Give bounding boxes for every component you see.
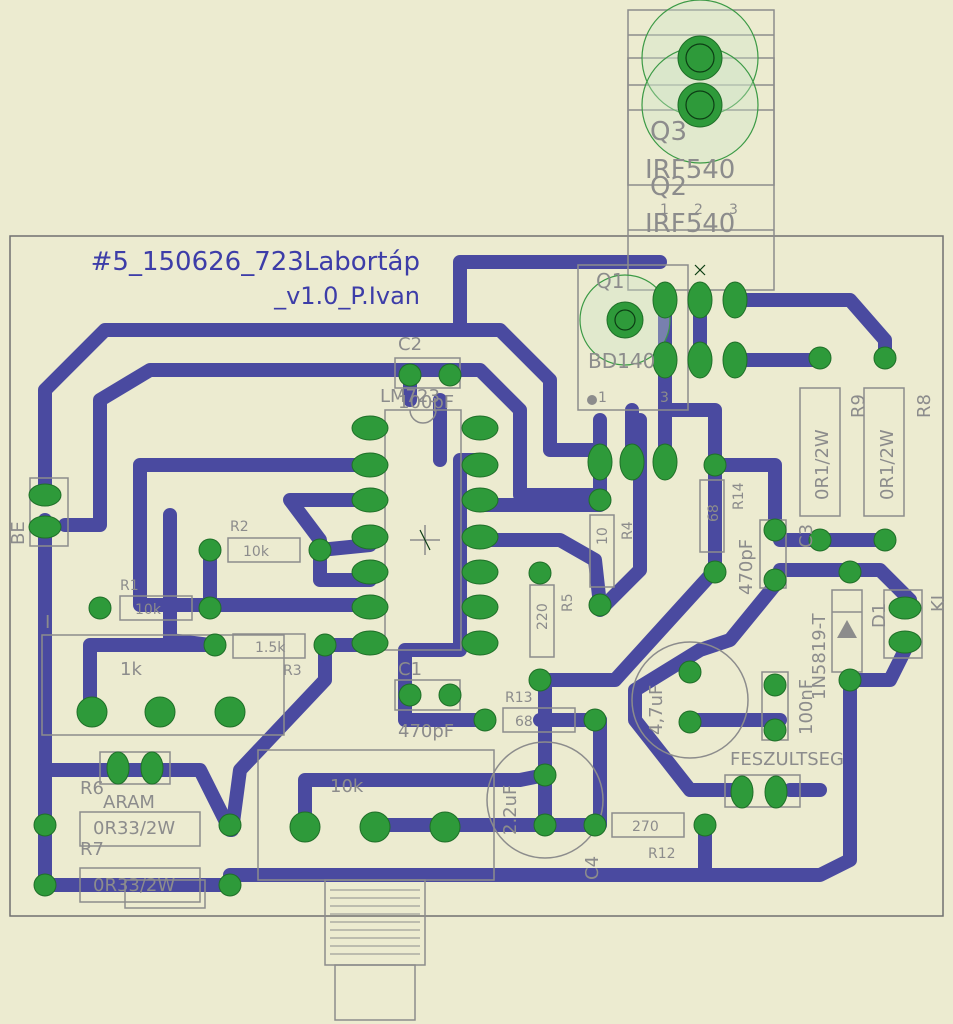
r3-name-label: R3 bbox=[283, 663, 302, 679]
r1-name-label: R1 bbox=[120, 578, 139, 594]
r13-name-label: R13 bbox=[505, 690, 533, 706]
board-version: _v1.0_P.Ivan bbox=[273, 282, 420, 310]
r9-value-label: 0R1/2W bbox=[812, 429, 833, 500]
pot1-value-label: 1k bbox=[120, 659, 142, 680]
pot-i-label: I bbox=[45, 612, 50, 633]
r4-name-label: R4 bbox=[620, 521, 636, 540]
r6-value-label: 0R33/2W bbox=[93, 818, 175, 839]
r8-value-label: 0R1/2W bbox=[877, 429, 898, 500]
pads bbox=[28, 264, 922, 897]
q2-pin2-label: 2 bbox=[694, 202, 703, 218]
q1-pin1-label: 1 bbox=[598, 390, 607, 406]
r2-value-label: 10k bbox=[243, 544, 270, 560]
r14-value-label: 68 bbox=[706, 504, 722, 522]
r9-name-label: R9 bbox=[848, 394, 869, 418]
r3-value-label: 1.5k bbox=[255, 640, 286, 656]
pot2-value-label: 10k bbox=[330, 776, 364, 797]
r13-value-label: 68 bbox=[515, 714, 533, 730]
r6-name-label: R6 bbox=[80, 778, 104, 799]
ic-value-label: LM723 bbox=[380, 386, 440, 407]
r4-value-label: 10 bbox=[595, 527, 611, 545]
c1-name-label: C1 bbox=[398, 659, 422, 680]
q2-value-label: IRF540 bbox=[645, 209, 735, 239]
r1-value-label: 10k bbox=[135, 602, 162, 618]
c4-name-label: C4 bbox=[582, 856, 603, 880]
r7-name-label: R7 bbox=[80, 839, 104, 860]
c4-value-label: 2.2uF bbox=[500, 785, 521, 835]
q2-name-label: Q2 bbox=[650, 172, 687, 202]
q2-pin3-label: 3 bbox=[729, 202, 738, 218]
silkscreen bbox=[29, 0, 923, 1021]
q1-pin3-label: 3 bbox=[660, 390, 669, 406]
r5-name-label: R5 bbox=[560, 593, 576, 612]
c1-value-label: 470pF bbox=[398, 721, 454, 742]
d1-value-label: 1N5819-T bbox=[809, 612, 830, 700]
ki-connector-label: KI bbox=[928, 595, 949, 612]
r8-name-label: R8 bbox=[914, 394, 935, 418]
r12-name-label: R12 bbox=[648, 846, 676, 862]
board-title: #5_150626_723Labortáp bbox=[91, 247, 420, 277]
d1-name-label: D1 bbox=[869, 603, 890, 628]
c5-value-label: 4,7uF bbox=[646, 685, 667, 735]
c6-value-label: 100nF bbox=[796, 679, 817, 735]
component-labels: Q3 IRF540 Q2 IRF540 1 2 3 Q1 BD140 1 3 C… bbox=[8, 117, 949, 896]
q1-name-label: Q1 bbox=[596, 269, 624, 293]
r12-value-label: 270 bbox=[632, 819, 659, 835]
q1-value-label: BD140 bbox=[588, 349, 655, 373]
feszultseg-label: FESZULTSEG bbox=[730, 749, 844, 770]
aram-label: ARAM bbox=[103, 792, 155, 813]
c2-name-label: C2 bbox=[398, 334, 422, 355]
q2-pin1-label: 1 bbox=[660, 202, 669, 218]
c2-value-label: 100pF bbox=[398, 392, 454, 413]
board-outline bbox=[9, 235, 944, 917]
c3-value-label: 470pF bbox=[736, 539, 757, 595]
r5-value-label: 220 bbox=[535, 603, 551, 630]
r7-value-label: 0R33/2W bbox=[93, 875, 175, 896]
c3-name-label: C3 bbox=[796, 524, 817, 548]
q3-value-label: IRF540 bbox=[645, 155, 735, 185]
r2-name-label: R2 bbox=[230, 519, 249, 535]
r14-name-label: R14 bbox=[731, 482, 747, 510]
q3-name-label: Q3 bbox=[650, 117, 687, 147]
be-connector-label: BE bbox=[8, 521, 29, 545]
